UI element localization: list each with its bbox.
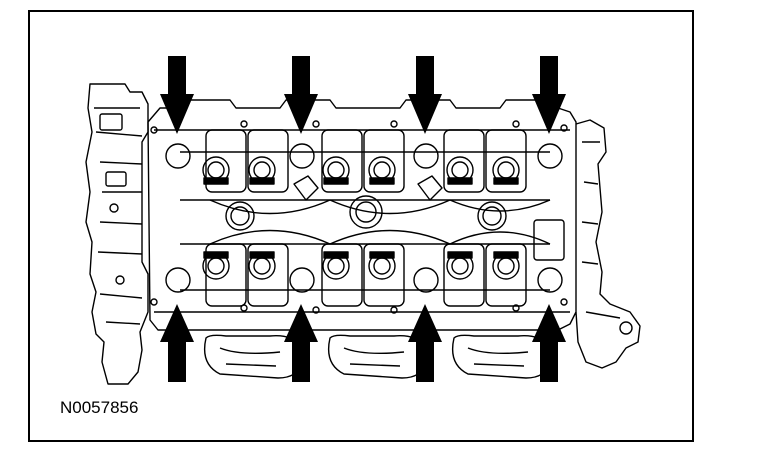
head-outline	[147, 99, 577, 331]
upper-camshaft-journals	[202, 129, 527, 193]
cylinder-head-illustration	[85, 56, 641, 385]
spark-plug-bores	[225, 175, 507, 231]
arrows-bottom	[160, 304, 566, 382]
head-bolt-bosses-upper	[165, 143, 563, 169]
head-bolt-bosses-lower	[165, 267, 563, 293]
arrow-bottom-4	[532, 304, 566, 382]
arrows-top	[160, 56, 566, 134]
arrow-top-3	[408, 56, 442, 134]
right-casting-outline	[575, 119, 641, 369]
arrow-bottom-2	[284, 304, 318, 382]
figure-id-label: N0057856	[60, 398, 139, 417]
arrow-bottom-3	[408, 304, 442, 382]
arrow-top-4	[532, 56, 566, 134]
figure-frame: N0057856	[28, 10, 694, 442]
arrow-top-2	[284, 56, 318, 134]
arrow-bottom-1	[160, 304, 194, 382]
lower-camshaft-journals	[202, 243, 527, 307]
left-casting-outline	[85, 83, 149, 385]
arrow-top-1	[160, 56, 194, 134]
